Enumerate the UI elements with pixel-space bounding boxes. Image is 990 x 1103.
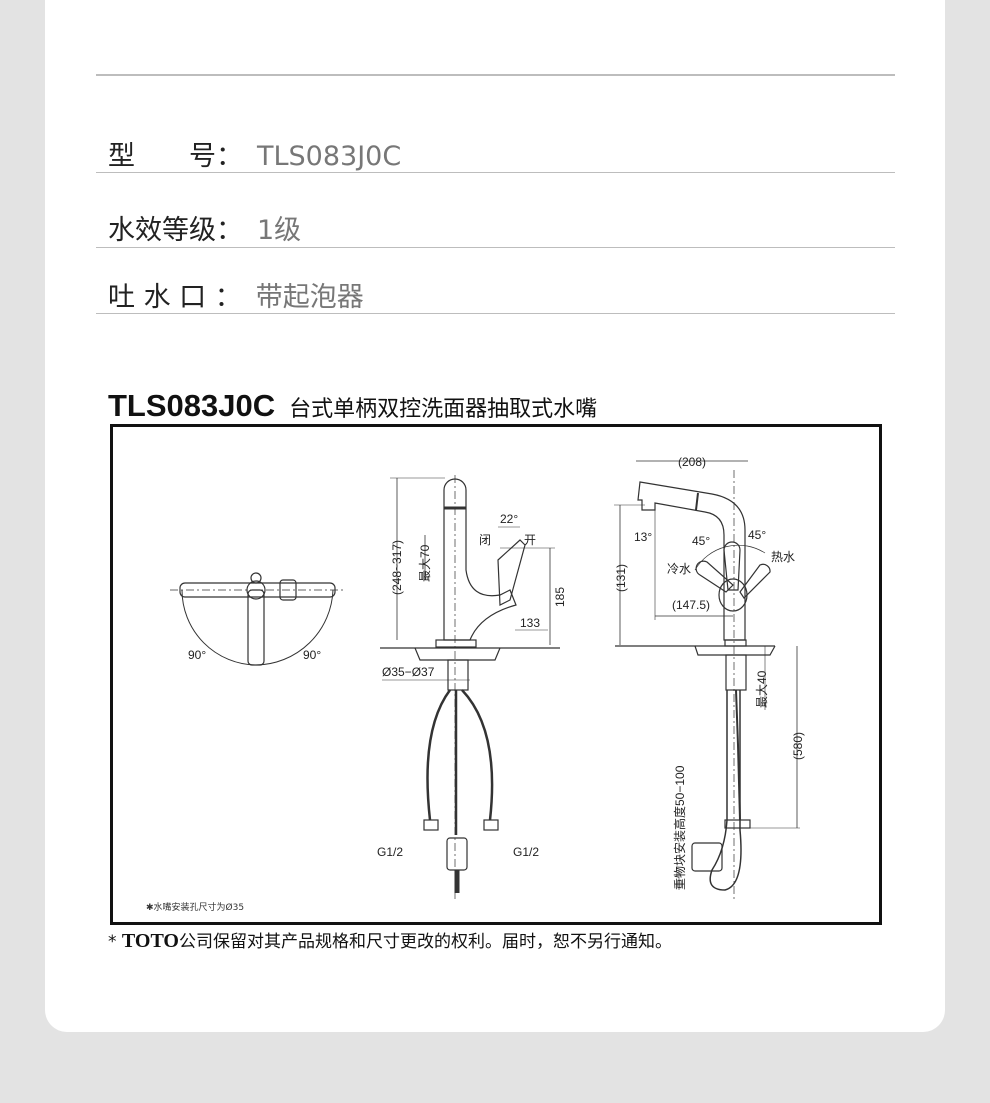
disclaimer: * TOTO公司保留对其产品规格和尺寸更改的权利。届时，恕不另行通知。 — [108, 927, 672, 953]
open-label: 开 — [524, 533, 536, 547]
thread-right-label: G1/2 — [513, 845, 539, 859]
hot-label: 热水 — [771, 550, 795, 564]
closed-label: 闭 — [479, 533, 491, 547]
spout-angle-label: 13° — [634, 530, 652, 544]
spec-value: 1级 — [257, 215, 302, 246]
divider — [96, 313, 895, 314]
angle-right-label: 90° — [303, 648, 321, 662]
spec-value: TLS083J0C — [257, 141, 402, 172]
handle-angle-label: 22° — [500, 512, 518, 526]
drawing-model: TLS083J0C — [108, 388, 276, 423]
hot-angle-label: 45° — [748, 528, 766, 542]
spout-height-label: (131) — [614, 564, 628, 592]
front-view: (208) (131) 13° 45° 45° 冷水 热水 (147.5) 最大… — [614, 455, 805, 900]
spec-label: 型 号： — [108, 141, 243, 172]
spec-label: 水效等级： — [108, 215, 243, 246]
hose-length-label: (580) — [791, 732, 805, 760]
divider — [96, 172, 895, 173]
disclaimer-prefix: * — [108, 932, 122, 952]
cold-angle-label: 45° — [692, 534, 710, 548]
handle-reach-label: 133 — [520, 616, 540, 630]
cold-label: 冷水 — [667, 562, 691, 576]
reach-label: (147.5) — [672, 598, 710, 612]
weight-height-label: 重物块安装高度50−100 — [672, 765, 687, 890]
max-deck-label: 最大40 — [755, 670, 769, 708]
drawing-title: TLS083J0C 台式单柄双控洗面器抽取式水嘴 — [108, 388, 597, 424]
side-view: (248~317) 最大70 22° 闭 开 185 133 Ø35−Ø37 G… — [377, 475, 567, 900]
width-label: (208) — [678, 455, 706, 469]
hole-dia-label: Ø35−Ø37 — [382, 665, 435, 679]
drawing-frame — [110, 424, 882, 925]
divider — [96, 74, 895, 76]
spec-row-water-efficiency: 水效等级： 1级 — [108, 208, 301, 247]
spec-row-outlet: 吐 水 口 ： 带起泡器 — [108, 275, 364, 314]
height-range-label: (248~317) — [390, 540, 404, 595]
handle-height-label: 185 — [553, 587, 567, 607]
angle-left-label: 90° — [188, 648, 206, 662]
spec-label: 吐 水 口 ： — [108, 282, 242, 313]
max-pull-label: 最大70 — [418, 544, 432, 582]
disclaimer-text: 公司保留对其产品规格和尺寸更改的权利。届时，恕不另行通知。 — [178, 932, 672, 952]
thread-left-label: G1/2 — [377, 845, 403, 859]
divider — [96, 247, 895, 248]
drawing-description: 台式单柄双控洗面器抽取式水嘴 — [289, 397, 598, 422]
spec-row-model: 型 号： TLS083J0C — [108, 134, 401, 173]
brand-name: TOTO — [121, 930, 179, 952]
install-hole-note: ✱水嘴安装孔尺寸为Ø35 — [146, 903, 245, 913]
spec-value: 带起泡器 — [255, 282, 364, 313]
top-view: 90° 90° — [170, 572, 345, 666]
